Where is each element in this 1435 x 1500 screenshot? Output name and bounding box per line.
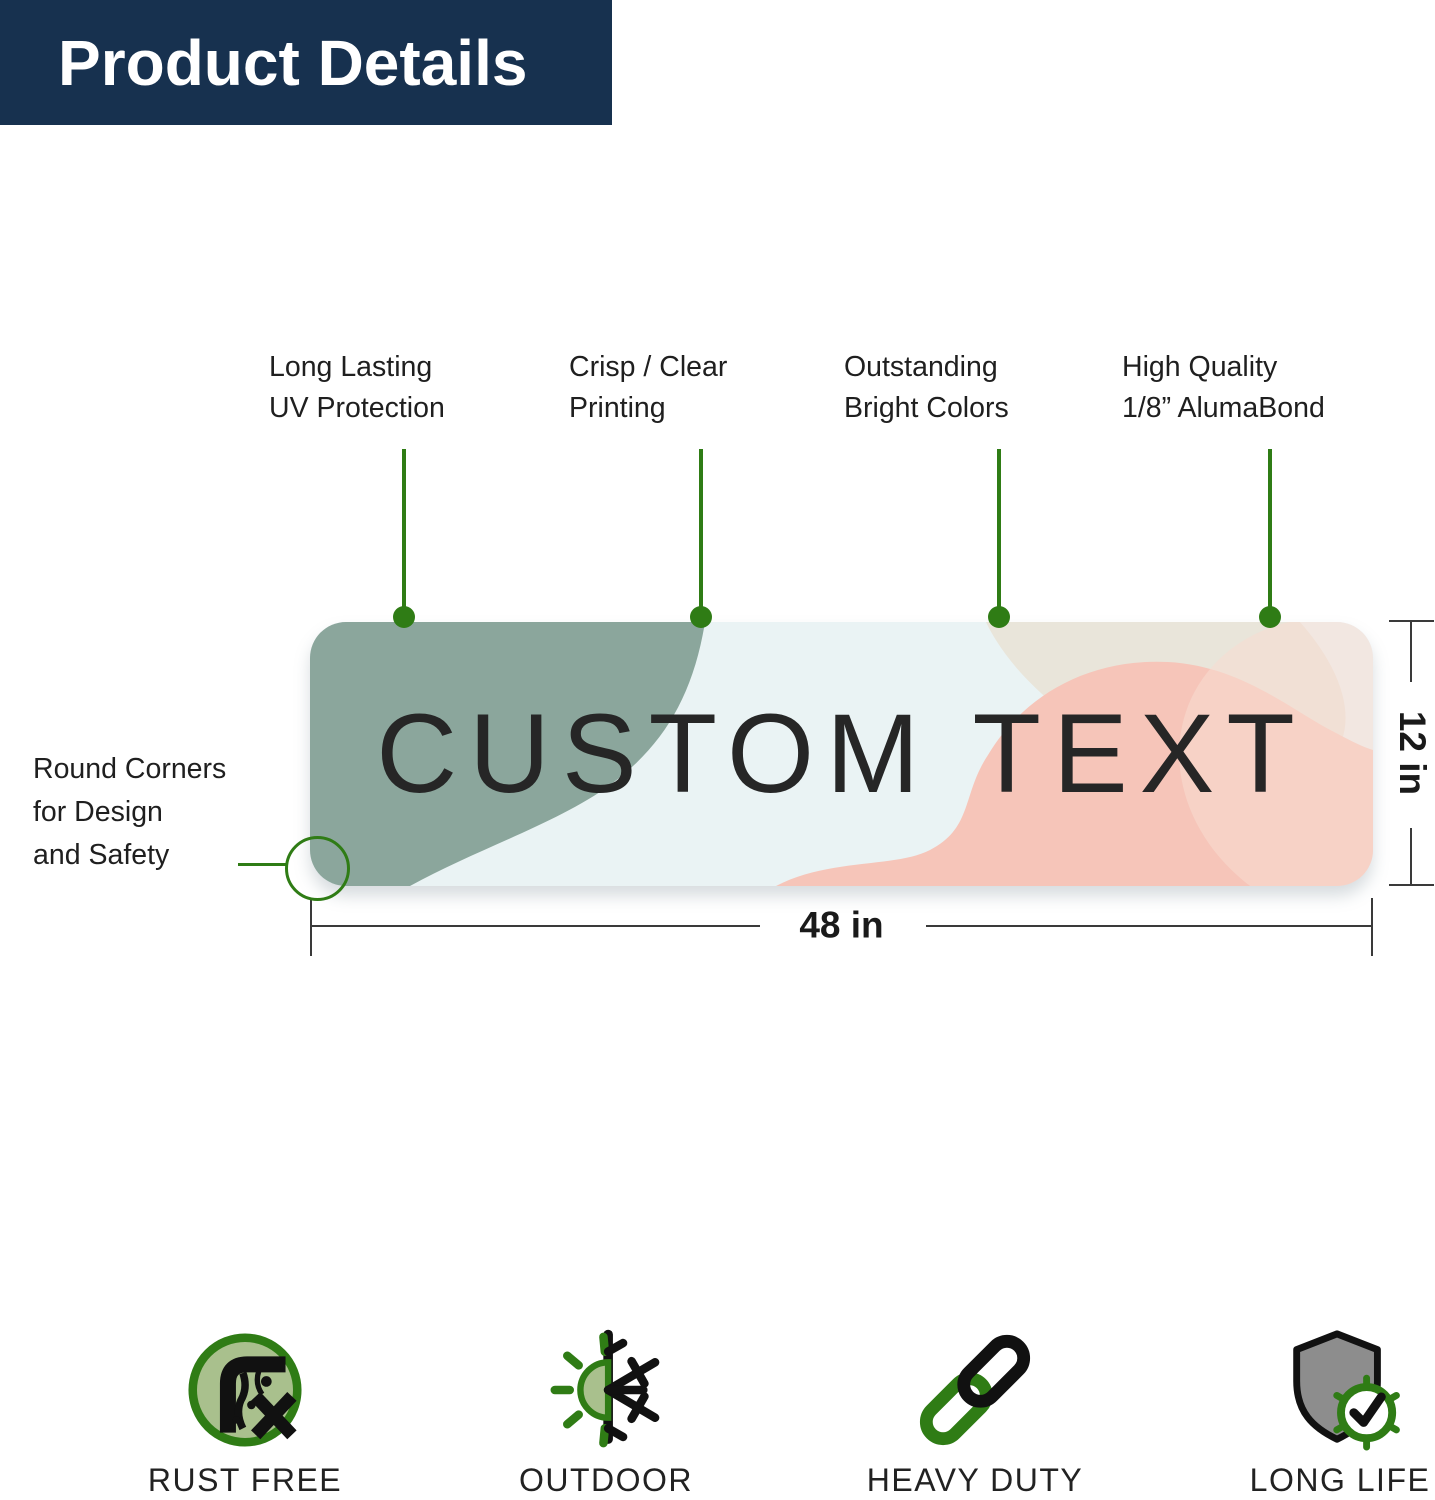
dimension-tick (1389, 884, 1434, 886)
dimension-tick (310, 898, 312, 956)
callout-line: 1/8” AlumaBond (1122, 392, 1325, 424)
dimension-line (1410, 828, 1412, 884)
long-life-icon (1293, 1330, 1400, 1451)
leader-dot-icon (988, 606, 1010, 628)
feature-label: HEAVY DUTY (866, 1462, 1084, 1498)
sage-blob (310, 622, 705, 886)
dimension-line (312, 925, 760, 927)
leader-dot-icon (393, 606, 415, 628)
feature-heavy-duty: HEAVY DUTY (860, 1326, 1090, 1499)
callout-uv-protection: Long Lasting UV Protection (269, 347, 445, 429)
callout-line: Outstanding (844, 351, 998, 383)
leader-dot-icon (690, 606, 712, 628)
callout-line: Round Corners (33, 753, 227, 785)
callout-line: High Quality (1122, 351, 1278, 383)
width-dimension: 48 in (310, 898, 1373, 956)
width-dimension-label: 48 in (799, 904, 884, 946)
sign-preview: CUSTOM TEXT (310, 622, 1373, 886)
callout-alumabond: High Quality 1/8” AlumaBond (1122, 347, 1325, 429)
callout-line: Printing (569, 392, 666, 424)
feature-label: LONG LIFE (1249, 1462, 1431, 1498)
callout-bright-colors: Outstanding Bright Colors (844, 347, 1009, 429)
feature-rust-free: RUST FREE (130, 1326, 360, 1499)
corner-leader-line (238, 863, 287, 866)
callout-line: UV Protection (269, 392, 445, 424)
feature-label: OUTDOOR (518, 1462, 694, 1498)
leader-dot-icon (1259, 606, 1281, 628)
sign-background-art (310, 622, 1373, 886)
pink-highlight-blob (1179, 622, 1373, 886)
callout-crisp-printing: Crisp / Clear Printing (569, 347, 727, 429)
leader-line (402, 449, 406, 609)
height-dimension-label: 12 in (1391, 710, 1433, 796)
callout-line: for Design (33, 796, 163, 828)
dimension-line (926, 925, 1371, 927)
outdoor-icon (550, 1329, 660, 1448)
callout-round-corners: Round Corners for Design and Safety (33, 748, 226, 877)
callout-line: and Safety (33, 839, 170, 871)
rust-free-icon (188, 1333, 302, 1447)
callout-line: Bright Colors (844, 392, 1009, 424)
dimension-line (1410, 622, 1412, 682)
feature-long-life: LONG LIFE (1225, 1326, 1435, 1499)
leader-line (997, 449, 1001, 609)
feature-label: RUST FREE (147, 1462, 343, 1498)
heavy-duty-icon (919, 1334, 1031, 1446)
callout-line: Crisp / Clear (569, 351, 728, 383)
dimension-tick (1371, 898, 1373, 956)
leader-line (699, 449, 703, 609)
feature-outdoor: OUTDOOR (491, 1326, 721, 1499)
page-title: Product Details (58, 26, 528, 99)
callout-line: Long Lasting (269, 351, 433, 383)
dimension-tick (1389, 620, 1434, 622)
leader-line (1268, 449, 1272, 609)
corner-highlight-circle-icon (285, 836, 350, 901)
header-banner: Product Details (0, 0, 612, 125)
sign-custom-text: CUSTOM TEXT (376, 690, 1307, 816)
height-dimension: 12 in (1389, 620, 1434, 886)
